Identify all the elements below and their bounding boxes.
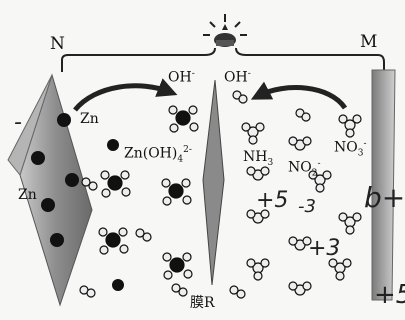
membrane-label: 膜R: [190, 296, 215, 310]
hand-mark-2: +3: [308, 238, 340, 260]
no3-label: NO3-: [334, 140, 367, 158]
zincate-label: Zn(OH)42-: [124, 146, 192, 164]
zn-label-2: Zn: [18, 188, 37, 202]
nh3-label: NH3: [243, 150, 273, 168]
membrane-r: [203, 80, 224, 285]
zn-label-1: Zn: [80, 112, 99, 126]
oh-label-right: OH-: [224, 70, 251, 85]
zincate-clusters: [99, 106, 198, 279]
hand-mark-left: -: [14, 112, 22, 134]
dark-particles: [107, 139, 124, 291]
electrode-n-label: N: [50, 36, 65, 53]
hand-mark-right-2: +5: [374, 282, 405, 308]
external-circuit: [62, 48, 384, 72]
arrow-right: [258, 88, 345, 108]
oh-label-left: OH-: [168, 70, 195, 85]
hand-mark-3: -3: [298, 198, 316, 216]
hand-mark-1: +5: [256, 190, 288, 212]
hand-mark-right: b+: [364, 184, 405, 212]
lamp-icon: [203, 14, 247, 47]
no2-label: NO2-: [288, 160, 321, 178]
electrode-m-label: M: [360, 34, 377, 51]
arrow-left: [75, 86, 170, 110]
